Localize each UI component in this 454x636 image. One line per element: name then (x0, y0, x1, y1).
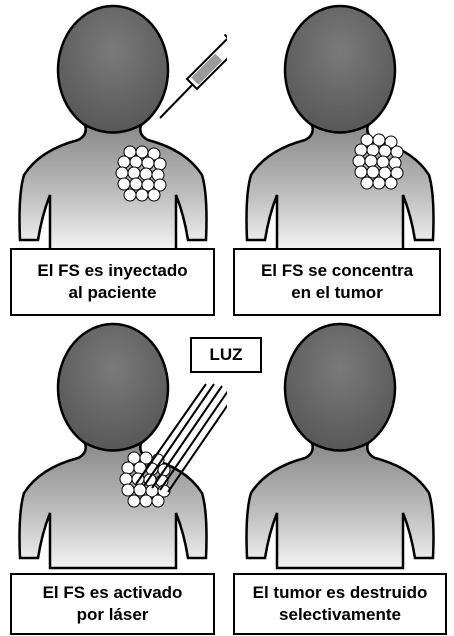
caption-destruction: El tumor es destruido selectivamente (233, 573, 447, 635)
panel-concentration: El FS se concentra en el tumor (227, 0, 454, 318)
caption-activation: El FS es activado por láser (10, 573, 215, 635)
panel-destruction: El tumor es destruido selectivamente (227, 318, 454, 636)
caption-injection: El FS es inyectado al paciente (10, 248, 215, 316)
panel-injection: El FS es inyectado al paciente (0, 0, 227, 318)
syringe-icon (160, 25, 227, 118)
caption-concentration: El FS se concentra en el tumor (233, 248, 441, 316)
